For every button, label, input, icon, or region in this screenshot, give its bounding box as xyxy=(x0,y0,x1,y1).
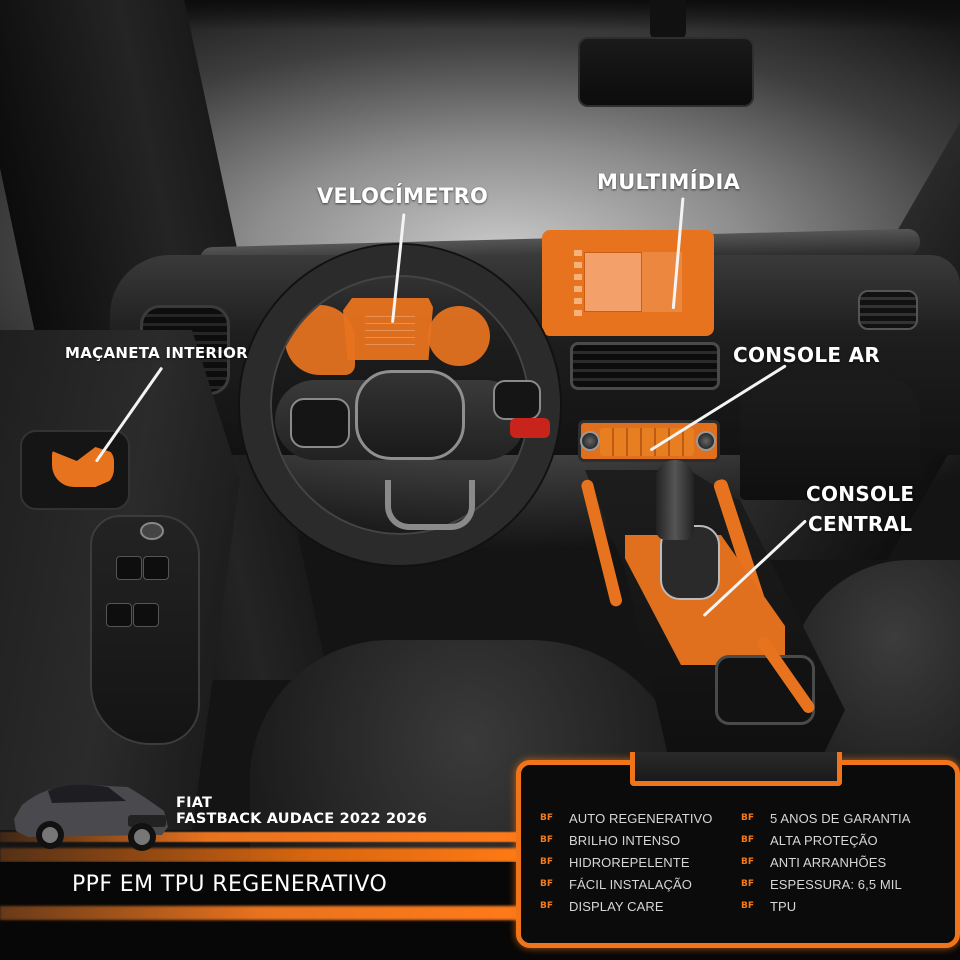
bf-logo-icon: BF xyxy=(741,813,755,824)
orange-stripe xyxy=(0,848,520,862)
window-switch xyxy=(116,556,142,580)
steering-controls-right xyxy=(493,380,541,420)
callout-console-central-line2: CENTRAL xyxy=(808,512,913,536)
product-model: FASTBACK AUDACE 2022 2026 xyxy=(176,811,428,827)
bf-logo-icon: BF xyxy=(540,835,554,846)
bf-logo-icon: BF xyxy=(540,813,554,824)
steering-wheel-bottom-spoke xyxy=(385,480,475,530)
orange-stripe xyxy=(0,832,520,842)
gear-shifter-knob xyxy=(656,460,694,540)
multimedia-dock xyxy=(574,250,582,316)
callout-multimidia: MULTIMÍDIA xyxy=(597,170,741,194)
air-vent-center xyxy=(570,342,720,390)
red-control-button xyxy=(510,418,550,438)
bf-logo-icon: BF xyxy=(540,879,554,890)
window-switch xyxy=(106,603,132,627)
ac-knob-left xyxy=(580,431,600,451)
callout-macaneta-interior: MAÇANETA INTERIOR xyxy=(65,344,248,362)
bf-logo-icon: BF xyxy=(741,835,755,846)
callout-console-central-line1: CONSOLE xyxy=(806,482,915,506)
bf-logo-icon: BF xyxy=(741,857,755,868)
headline: PPF EM TPU REGENERATIVO xyxy=(72,872,388,897)
window-switch xyxy=(133,603,159,627)
features-panel xyxy=(516,760,960,948)
ac-knob-right xyxy=(696,431,716,451)
callout-console-ar: CONSOLE AR xyxy=(733,343,881,367)
bf-logo-icon: BF xyxy=(741,879,755,890)
multimedia-map xyxy=(584,252,642,312)
bf-logo-icon: BF xyxy=(741,901,755,912)
bf-logo-icon: BF xyxy=(540,901,554,912)
door-armrest xyxy=(90,515,200,745)
features-panel-notch xyxy=(630,752,842,786)
callout-velocimetro: VELOCÍMETRO xyxy=(317,184,489,208)
rearview-mirror xyxy=(578,37,754,107)
product-brand: FIAT xyxy=(176,795,213,811)
steering-controls-left xyxy=(290,398,350,448)
mirror-adjust-knob xyxy=(140,522,164,540)
steering-wheel-hub xyxy=(355,370,465,460)
orange-stripe xyxy=(0,906,520,920)
bf-logo-icon: BF xyxy=(540,857,554,868)
product-title: FIAT FASTBACK AUDACE 2022 2026 xyxy=(176,795,427,827)
car-thumbnail-icon xyxy=(14,784,168,851)
headline-band xyxy=(0,862,520,906)
air-vent-right xyxy=(858,290,918,330)
window-switch xyxy=(143,556,169,580)
features-panel-notch-fill xyxy=(635,752,837,781)
rearview-mirror-mount xyxy=(650,0,686,40)
glovebox xyxy=(740,380,920,500)
